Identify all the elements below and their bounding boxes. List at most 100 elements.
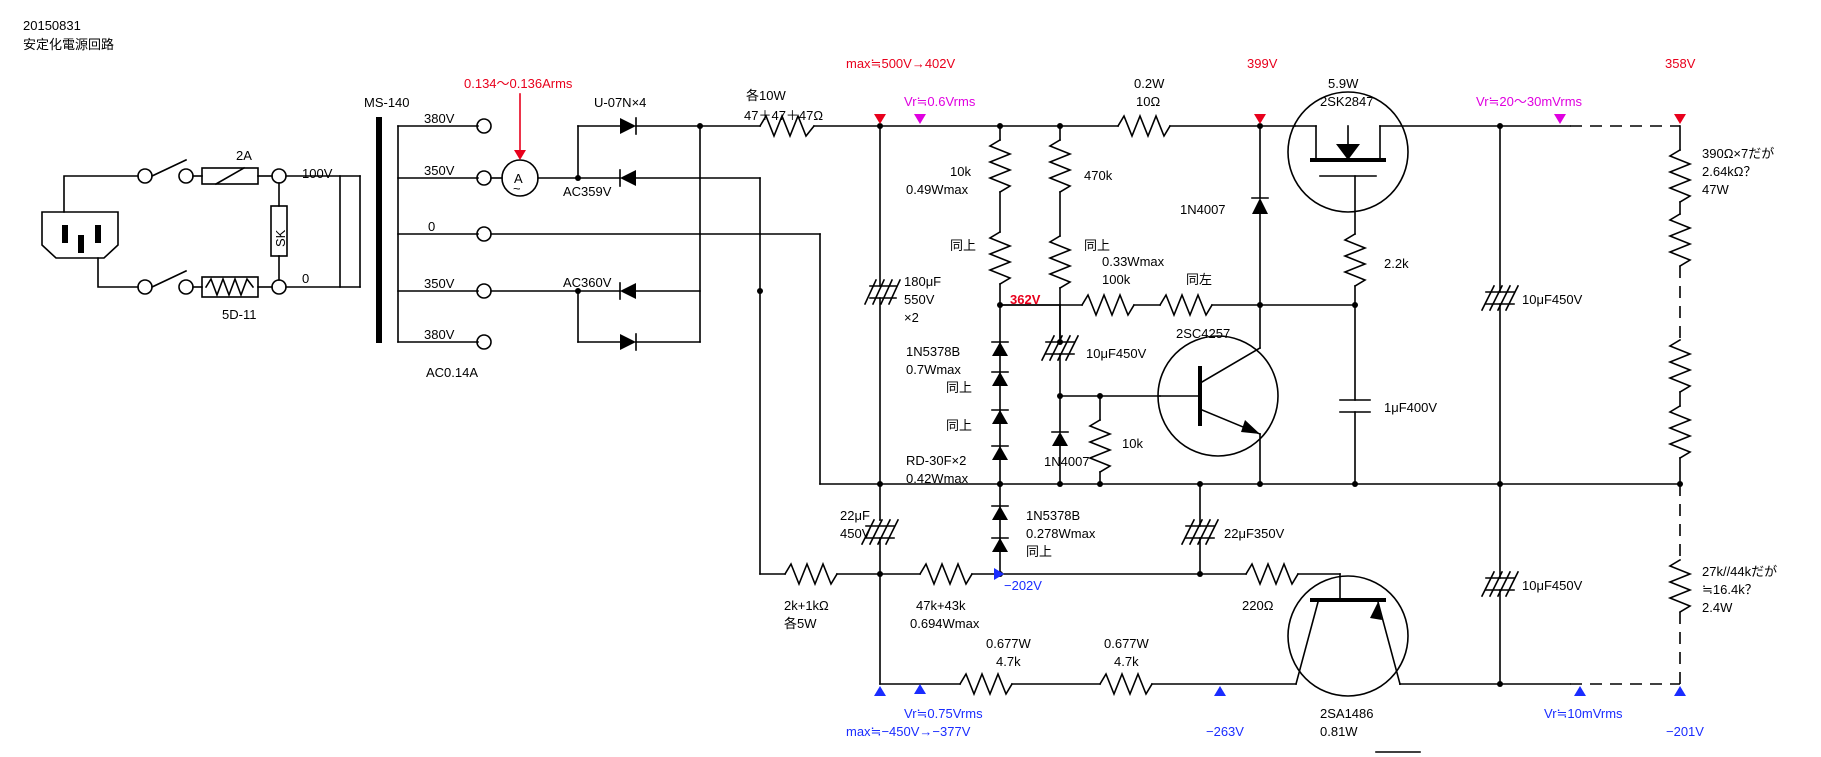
v-m201: −201V <box>1666 724 1704 739</box>
r-27k-b: ≒16.4k？ <box>1702 582 1758 597</box>
r-390-b: 2.64kΩ？ <box>1702 164 1757 179</box>
tap-380b-label: 380V <box>424 327 455 342</box>
r-47k-b: 4.7k <box>1114 654 1139 669</box>
r-100k: 100k <box>1102 272 1131 287</box>
out-100v-label: 100V <box>302 166 333 181</box>
z-07w: 0.7Wmax <box>906 362 961 377</box>
d-1n4007-bot: 1N4007 <box>1044 454 1090 469</box>
v362: 362V <box>1010 292 1041 307</box>
r-470k: 470k <box>1084 168 1113 183</box>
rd30f: RD-30F×2 <box>906 453 966 468</box>
same5: 同上 <box>1026 544 1052 559</box>
q-2sc4257: 2SC4257 <box>1176 326 1230 341</box>
r-27k-pw: 2.4W <box>1702 600 1733 615</box>
ntc-label: 5D-11 <box>222 307 256 322</box>
vmax-top: max≒500V→402V <box>846 56 956 71</box>
ac-inlet <box>41 211 119 259</box>
date-label: 20150831 <box>23 18 81 33</box>
c-180: 180μF <box>904 274 941 289</box>
vr-06: Vr≒0.6Vrms <box>904 94 976 109</box>
ammeter-letter: A <box>514 171 523 186</box>
zener-stack <box>991 304 1009 575</box>
input-wiring <box>63 158 361 298</box>
output-caps <box>1480 125 1520 685</box>
d-1n4007-top: 1N4007 <box>1180 202 1226 217</box>
r-10ohm: 10Ω <box>1136 94 1160 109</box>
tap-350b-label: 350V <box>424 276 455 291</box>
r-27k: 27k//44kだが <box>1702 564 1777 579</box>
positive-rail <box>699 113 1680 139</box>
r-47k-a: 4.7k <box>996 654 1021 669</box>
ac359-label: AC359V <box>563 184 612 199</box>
same2: 同上 <box>1084 238 1110 253</box>
c-1uf: 1μF400V <box>1384 400 1437 415</box>
q-2sa1486: 2SA1486 <box>1320 706 1374 721</box>
negative-section <box>783 481 1680 697</box>
r-in-value: 47＋47＋47Ω <box>744 108 823 123</box>
r-0677w-b: 0.677W <box>1104 636 1150 651</box>
r-390: 390Ω×7だが <box>1702 146 1774 161</box>
rectifier-wiring <box>490 117 821 575</box>
c-180-v: 550V <box>904 292 935 307</box>
c-22-350: 22μF350V <box>1224 526 1285 541</box>
r-22k: 2.2k <box>1384 256 1409 271</box>
c-10-mid: 10μF450V <box>1086 346 1147 361</box>
c-10-top: 10μF450V <box>1522 292 1583 307</box>
sk-label: SK <box>273 229 288 247</box>
transistor-2sc4257 <box>1157 304 1279 485</box>
fet-2sk2847 <box>1287 91 1409 306</box>
r-10k-pw: 0.49Wmax <box>906 182 969 197</box>
cap-1uf <box>1339 304 1371 487</box>
r-2k1k-pw: 各5W <box>784 616 817 631</box>
r-100k-pw: 0.33Wmax <box>1102 254 1165 269</box>
transformer-current-label: AC0.14A <box>426 365 478 380</box>
out-0-label: 0 <box>302 271 309 286</box>
r-47k43k-pw: 0.694Wmax <box>910 616 980 631</box>
r-0677w-a: 0.677W <box>986 636 1032 651</box>
r-02w: 0.2W <box>1134 76 1165 91</box>
z-1n5378b: 1N5378B <box>906 344 960 359</box>
tap-0-label: 0 <box>428 219 435 234</box>
same1: 同上 <box>950 238 976 253</box>
divider-network <box>987 125 1358 345</box>
fuse-label: 2A <box>236 148 252 163</box>
v-m202: −202V <box>1004 578 1042 593</box>
diode-1n4007-top <box>1251 125 1269 306</box>
same4: 同上 <box>946 418 972 433</box>
r-in-power: 各10W <box>746 88 786 103</box>
transformer-label: MS-140 <box>364 95 410 110</box>
c-22-left: 22μF <box>840 508 870 523</box>
r-10k-b: 10k <box>1122 436 1143 451</box>
rd30f-pw: 0.42Wmax <box>906 471 969 486</box>
c-10-bot: 10μF450V <box>1522 578 1583 593</box>
c-180-n: ×2 <box>904 310 919 325</box>
r-47k43k: 47k+43k <box>916 598 966 613</box>
same3: 同上 <box>946 380 972 395</box>
tap-350a-label: 350V <box>424 163 455 178</box>
vr-075: Vr≒0.75Vrms <box>904 706 983 721</box>
bleeder-resistors <box>1667 125 1693 684</box>
page-title: 安定化電源回路 <box>23 37 114 52</box>
r-390-pw: 47W <box>1702 182 1729 197</box>
vr-10m: Vr≒10mVrms <box>1544 706 1623 721</box>
v-m263: −263V <box>1206 724 1244 739</box>
ac360-label: AC360V <box>563 275 612 290</box>
q-2sa1486-pw: 0.81W <box>1320 724 1358 739</box>
cap-180uf <box>863 278 902 306</box>
same-left: 同左 <box>1186 272 1212 287</box>
control-network <box>1040 334 1161 487</box>
r-10k: 10k <box>950 164 971 179</box>
ammeter-tilde: ~ <box>513 181 521 196</box>
r-220: 220Ω <box>1242 598 1274 613</box>
q-fet: 2SK2847 <box>1320 94 1374 109</box>
q-fet-pw: 5.9W <box>1328 76 1359 91</box>
vmax-bot: max≒−450V→−377V <box>846 724 971 739</box>
v358: 358V <box>1665 56 1696 71</box>
r-2k1k: 2k+1kΩ <box>784 598 829 613</box>
tap-380a-label: 380V <box>424 111 455 126</box>
ammeter-reading: 0.134～0.136Arms <box>464 76 573 91</box>
z-1n5378b-b: 1N5378B <box>1026 508 1080 523</box>
z-0278w: 0.278Wmax <box>1026 526 1096 541</box>
c-22-left-v: 450V <box>840 526 871 541</box>
